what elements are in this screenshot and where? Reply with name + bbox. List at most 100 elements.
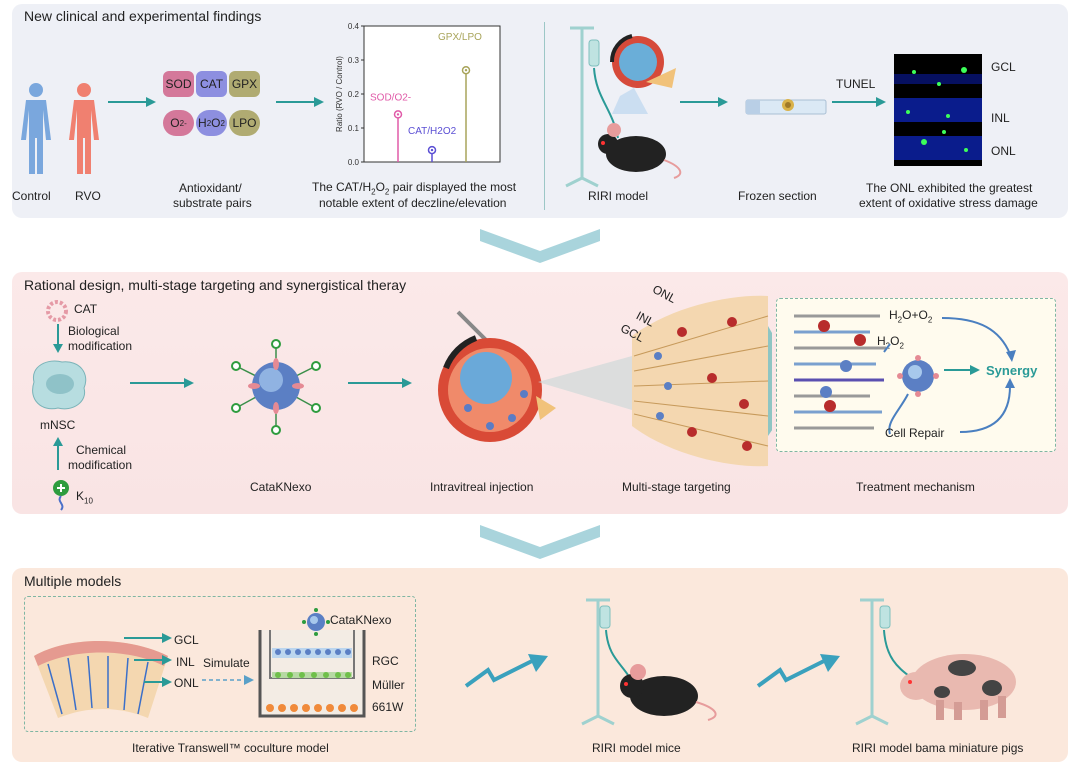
transwell-onl-label: ONL bbox=[174, 676, 199, 690]
arrow-icon bbox=[680, 97, 728, 107]
arrow-icon bbox=[832, 97, 886, 107]
divider bbox=[544, 22, 545, 210]
mechanism-arrows bbox=[883, 317, 1016, 435]
panel2-title: Rational design, multi-stage targeting a… bbox=[24, 277, 407, 293]
cataknexo-label: CataKNexo bbox=[250, 480, 312, 494]
y-tick-label: 0.3 bbox=[348, 56, 360, 65]
dashed-arrow-icon bbox=[202, 675, 254, 685]
cell-stack-icon bbox=[794, 314, 886, 430]
cat-enzyme-icon bbox=[46, 300, 68, 322]
transwell-box bbox=[24, 596, 416, 732]
transwell-cataknexo-label: CataKNexo bbox=[330, 613, 392, 627]
transwell-inl-label: INL bbox=[176, 655, 195, 669]
pigs-caption: RIRI model bama miniature pigs bbox=[852, 741, 1024, 755]
panel-clinical-findings bbox=[12, 4, 1068, 218]
simulate-label: Simulate bbox=[203, 656, 250, 670]
riri-mouse-illustration bbox=[565, 26, 682, 188]
lpo-pill: LPO bbox=[229, 110, 260, 136]
h2o2-text: H bbox=[198, 116, 207, 130]
cataknexo-small-icon bbox=[302, 608, 330, 636]
chart-caption-1b: pair displayed the most bbox=[389, 180, 517, 194]
y-tick-label: 0.2 bbox=[348, 90, 360, 99]
transwell-gcl-label: GCL bbox=[174, 633, 199, 647]
h2o-o2-text: H bbox=[889, 308, 898, 322]
chart-caption-2: notable extent of deczline/elevation bbox=[319, 196, 507, 210]
arrow-icon bbox=[130, 378, 194, 388]
k10-text: K bbox=[76, 489, 85, 503]
y-tick-label: 0.1 bbox=[348, 124, 360, 133]
muller-label: Müller bbox=[372, 678, 405, 692]
tunel-label: TUNEL bbox=[836, 77, 876, 91]
arrow-icon bbox=[108, 97, 156, 107]
zigzag-arrow-icon bbox=[464, 654, 548, 688]
chevron-down-icon bbox=[480, 525, 600, 559]
y-axis-label: Ratio (RVO / Control) bbox=[335, 56, 344, 132]
arrow-icon bbox=[348, 378, 412, 388]
synergy-label: Synergy bbox=[986, 363, 1038, 378]
series-point-center bbox=[396, 113, 400, 116]
k10-label: K10 bbox=[76, 489, 93, 505]
series-point-center bbox=[430, 148, 434, 152]
frozen-section-slide-icon bbox=[745, 99, 827, 115]
pairs-caption-2: substrate pairs bbox=[173, 196, 252, 210]
bio-mod-1: Biological bbox=[68, 324, 120, 338]
multistage-label: Multi-stage targeting bbox=[622, 480, 731, 494]
riri-mouse-icon bbox=[581, 598, 717, 726]
series-label: GPX/LPO bbox=[438, 32, 482, 43]
k10-peptide-icon bbox=[53, 480, 69, 511]
cat-pill: CAT bbox=[196, 71, 227, 97]
transwell-vessel-icon bbox=[258, 630, 366, 718]
pairs-caption-1: Antioxidant/ bbox=[179, 181, 242, 195]
control-label: Control bbox=[12, 189, 51, 203]
arrow-up-icon bbox=[53, 437, 63, 470]
o2-text: O bbox=[170, 116, 180, 130]
mnsc-cell-icon bbox=[32, 360, 87, 410]
chart-caption-1: The CAT/H2O2 pair displayed the most bbox=[312, 180, 517, 197]
bio-mod-2: modification bbox=[68, 339, 133, 353]
chart-caption-1a: The CAT/H bbox=[312, 180, 372, 194]
panel1-title: New clinical and experimental findings bbox=[24, 8, 262, 24]
chem-mod-2: modification bbox=[68, 458, 133, 472]
cell-repair-label: Cell Repair bbox=[885, 426, 945, 440]
frozen-section-label: Frozen section bbox=[738, 189, 817, 203]
onl-caption-1: The ONL exhibited the greatest bbox=[866, 181, 1033, 195]
chart-frame bbox=[363, 25, 501, 163]
rgc-label: RGC bbox=[372, 654, 399, 668]
riri-pig-icon bbox=[855, 598, 1016, 726]
panel3-title: Multiple models bbox=[24, 573, 122, 589]
y-tick-label: 0.4 bbox=[348, 22, 360, 31]
chem-mod-1: Chemical bbox=[76, 443, 127, 457]
zigzag-arrow-icon bbox=[756, 654, 840, 688]
onl-label: ONL bbox=[991, 144, 1016, 158]
h2o2-text: H bbox=[877, 334, 886, 348]
riri-model-label: RIRI model bbox=[588, 189, 649, 203]
chevron-down-icon bbox=[480, 229, 600, 263]
sod-pill: SOD bbox=[163, 71, 194, 97]
mice-caption: RIRI model mice bbox=[592, 741, 681, 755]
cat-label: CAT bbox=[74, 302, 98, 316]
arrow-icon bbox=[276, 97, 324, 107]
tunel-image bbox=[894, 54, 982, 166]
treatment-label: Treatment mechanism bbox=[856, 480, 975, 494]
retina-fan-illustration bbox=[538, 295, 772, 467]
intravitreal-label: Intravitreal injection bbox=[430, 480, 534, 494]
human-figures-icon bbox=[21, 83, 99, 174]
w661-label: 661W bbox=[372, 700, 404, 714]
rvo-label: RVO bbox=[75, 189, 101, 203]
gcl-label: GCL bbox=[991, 60, 1016, 74]
series-label: SOD/O2- bbox=[370, 92, 411, 103]
series-label: CAT/H2O2 bbox=[408, 126, 457, 137]
gpx-pill: GPX bbox=[229, 71, 260, 97]
y-tick-label: 0.0 bbox=[348, 158, 360, 167]
k10-subscript: 10 bbox=[84, 496, 93, 506]
h2o-o2-label: H2O+O2 bbox=[889, 308, 933, 325]
transwell-caption: Iterative Transwell™ coculture model bbox=[132, 741, 329, 755]
layer-arrows bbox=[124, 633, 172, 687]
series-point-center bbox=[464, 69, 468, 72]
intravitreal-eye-illustration bbox=[438, 310, 556, 442]
mnsc-label: mNSC bbox=[40, 418, 76, 432]
cataknexo-particle-icon bbox=[231, 339, 321, 435]
